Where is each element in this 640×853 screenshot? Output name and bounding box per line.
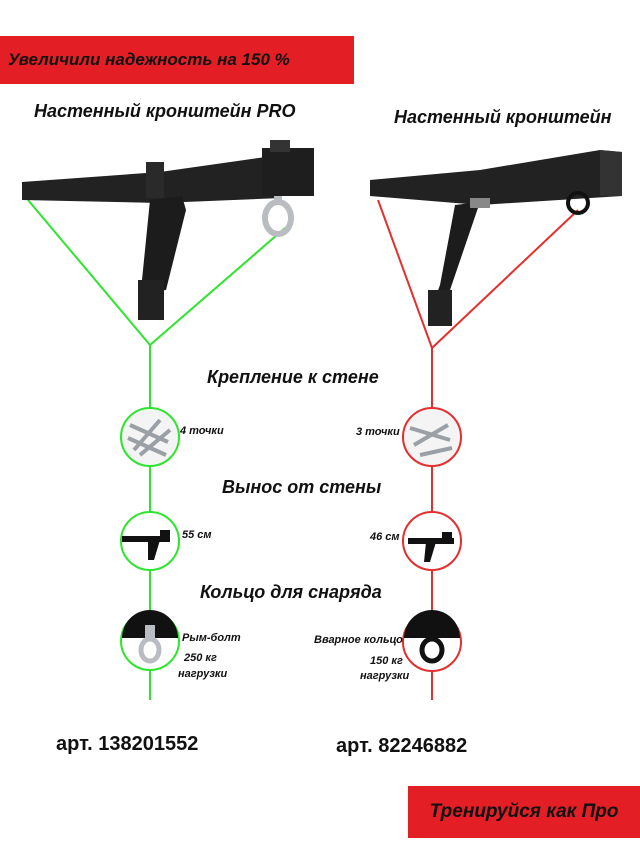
left-offset: 55 см xyxy=(182,529,212,541)
right-load-label: нагрузки xyxy=(360,670,410,682)
left-ring-type: Рым-болт xyxy=(182,632,241,644)
left-feature-circles xyxy=(120,407,180,671)
pro-bracket-image xyxy=(22,140,314,320)
right-ring-type: Вварное кольцо xyxy=(314,634,403,646)
left-load-value: 250 кг xyxy=(184,652,217,664)
standard-bracket-image xyxy=(370,150,622,326)
right-feature-circles xyxy=(402,407,462,672)
feature-ring-label: Кольцо для снаряда xyxy=(200,582,382,602)
right-article: арт. 82246882 xyxy=(336,735,468,757)
right-offset: 46 см xyxy=(370,531,400,543)
top-banner: Увеличили надежность на 150 % xyxy=(0,36,354,84)
left-article: арт. 138201552 xyxy=(56,733,199,755)
right-load-value: 150 кг xyxy=(370,655,403,667)
feature-offset-label: Вынос от стены xyxy=(222,477,382,497)
right-title: Настенный кронштейн xyxy=(394,107,612,127)
feature-mount-label: Крепление к стене xyxy=(207,367,379,387)
bottom-banner: Тренируйся как Про xyxy=(408,786,640,838)
left-points: 4 точки xyxy=(180,425,224,437)
right-connector-lines xyxy=(377,199,579,700)
left-connector-lines xyxy=(27,199,286,700)
left-title: Настенный кронштейн PRO xyxy=(34,101,296,121)
left-load-label: нагрузки xyxy=(178,668,228,680)
right-points: 3 точки xyxy=(356,426,400,438)
